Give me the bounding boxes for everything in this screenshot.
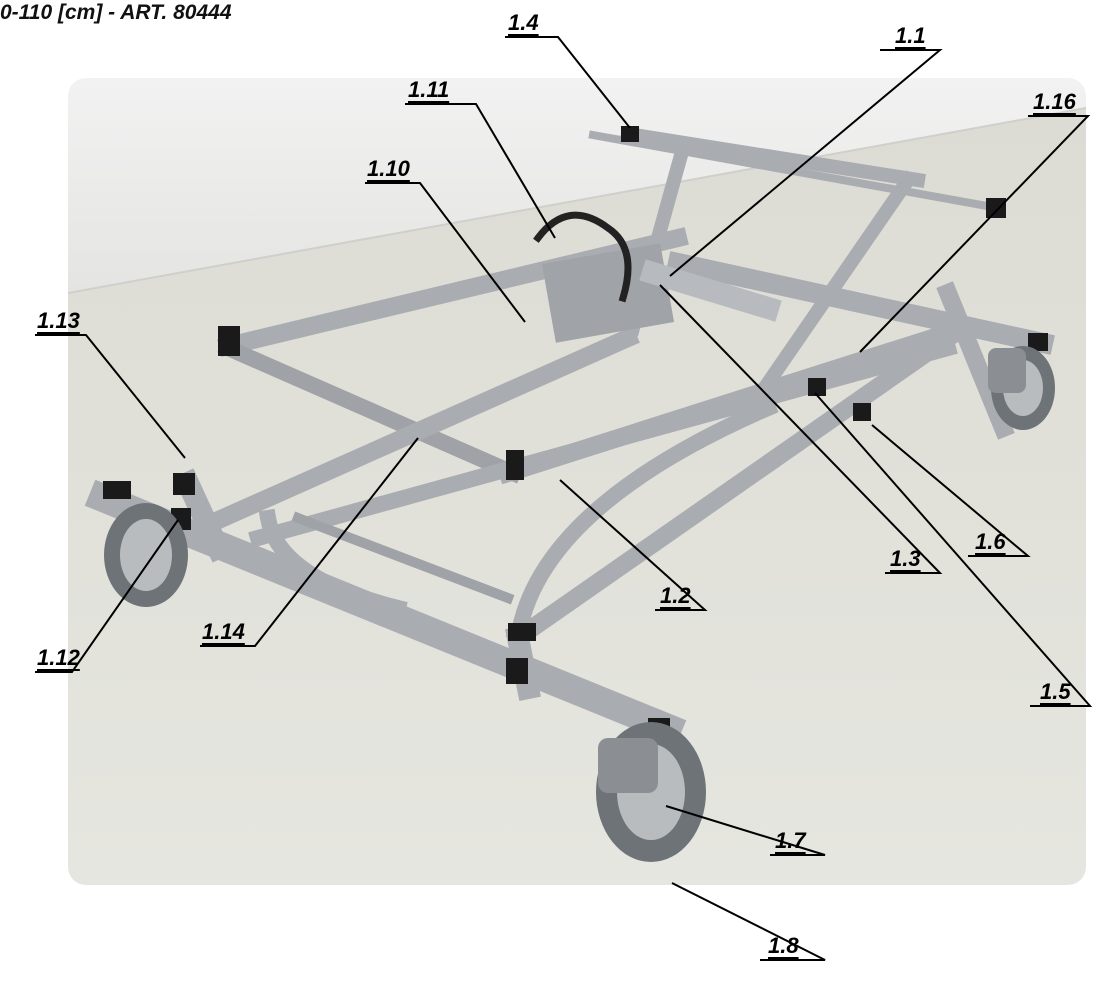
leader-1-5: [814, 392, 1093, 707]
callout-1-10: 1.10: [367, 156, 410, 181]
leader-1-11: [405, 103, 556, 239]
leader-1-4: [505, 36, 631, 129]
callout-1-5: 1.5: [1040, 679, 1071, 704]
bed-frame: [84, 125, 1055, 747]
castor-wheels: [104, 346, 1055, 862]
leader-1-8: [671, 882, 826, 961]
leader-1-14: [200, 437, 419, 647]
leader-1-10: [365, 182, 526, 323]
callout-1-7: 1.7: [775, 828, 806, 853]
callout-1-2: 1.2: [660, 583, 691, 608]
page-title: 0-110 [cm] - ART. 80444: [0, 1, 232, 24]
end-caps: [103, 126, 1048, 740]
leader-1-2: [559, 479, 708, 611]
callout-1-13: 1.13: [37, 308, 80, 333]
callout-1-4: 1.4: [508, 10, 539, 35]
callout-1-3: 1.3: [890, 546, 921, 571]
callout-1-12: 1.12: [37, 645, 80, 670]
callout-1-1: 1.1: [895, 23, 926, 48]
callout-1-6: 1.6: [975, 529, 1006, 554]
wall: [68, 78, 1086, 293]
leader-1-3: [659, 284, 943, 574]
leader-1-6: [871, 424, 1031, 557]
leader-1-16: [859, 115, 1091, 353]
callout-1-11: 1.11: [408, 77, 450, 102]
callout-1-14: 1.14: [202, 619, 245, 644]
leader-1-13: [35, 334, 186, 459]
callout-1-8: 1.8: [768, 933, 799, 958]
leader-1-7: [665, 805, 826, 856]
leader-1-12: [35, 519, 179, 673]
leader-1-1: [669, 49, 943, 277]
callout-1-16: 1.16: [1033, 89, 1076, 114]
